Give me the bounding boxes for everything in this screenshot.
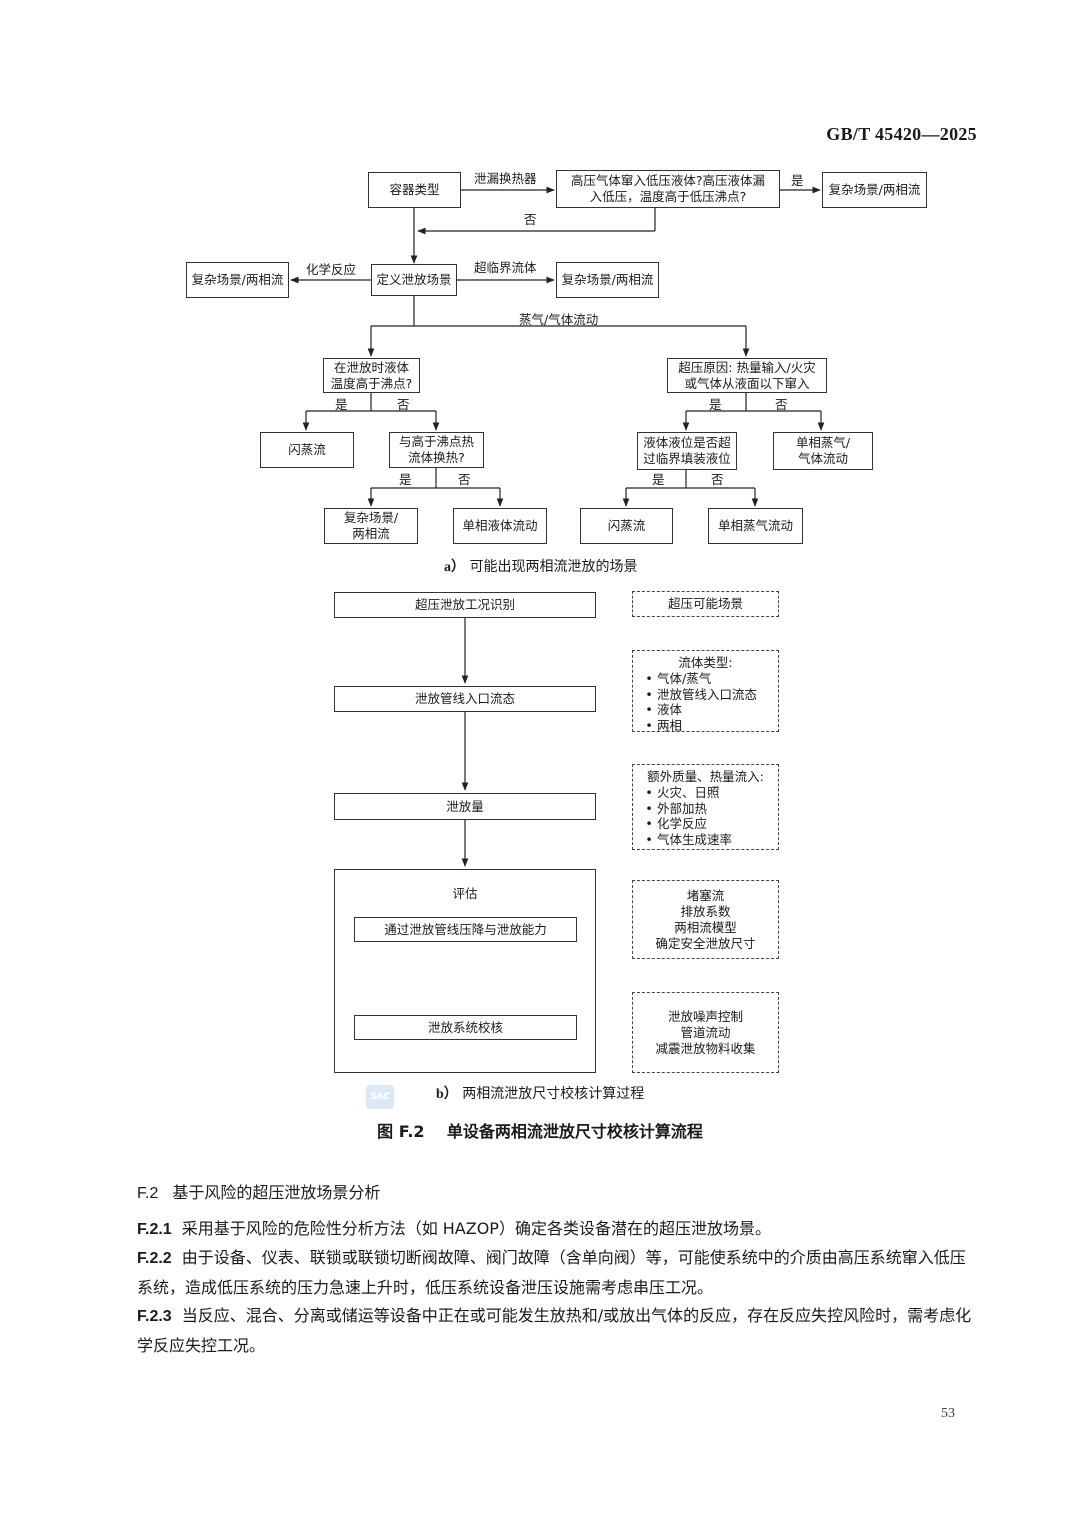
label-no: 否 [775,397,788,412]
list-item: 气体生成速率 [641,832,732,848]
label-vapor-gas-flow: 蒸气/气体流动 [519,312,599,327]
label-chem-reaction: 化学反应 [306,262,357,277]
label-yes: 是 [335,397,348,412]
list-item: 液体 [641,702,757,718]
label-no: 否 [524,212,537,227]
label-hx-leak: 泄漏换热器 [474,171,537,186]
subfigure-b-caption: b） 两相流泄放尺寸校核计算过程 [436,1086,645,1102]
complex-twophase-box-right: 复杂场景/两相流 [556,262,659,298]
inlet-flow-state-box: 泄放管线入口流态 [334,686,596,712]
flash-flow-box-1: 闪蒸流 [260,432,354,468]
evaluate-container: 评估 [334,869,596,1073]
flash-flow-box-2: 闪蒸流 [580,508,673,544]
page-number: 53 [941,1406,955,1421]
label-yes: 是 [399,472,412,487]
list-item: 气体/蒸气 [641,671,757,687]
complex-twophase-box-top: 复杂场景/两相流 [822,172,927,208]
list-item: 泄放管线入口流态 [641,687,757,703]
figure-caption: 图 F.2 单设备两相流泄放尺寸校核计算流程 [377,1122,703,1141]
label-supercritical: 超临界流体 [474,260,537,275]
list-item: 外部加热 [641,801,732,817]
label-no: 否 [458,472,471,487]
label-yes: 是 [791,173,804,188]
single-vapor-gas-box: 单相蒸气/气体流动 [773,432,873,470]
extra-mass-heat-box: 额外质量、热量流入: 火灾、日照 外部加热 化学反应 气体生成速率 [632,764,779,850]
pressure-drop-capacity-box: 通过泄放管线压降与泄放能力 [354,917,577,942]
liquid-temp-question-box: 在泄放时液体温度高于沸点? [323,358,420,393]
complex-twophase-box-bottom: 复杂场景/两相流 [324,508,418,544]
list-item: 两相 [641,718,757,734]
label-no: 否 [711,472,724,487]
list-item: 火灾、日照 [641,785,732,801]
single-liquid-box: 单相液体流动 [453,508,547,544]
overpressure-cause-box: 超压原因: 热量输入/火灾或气体从液面以下窜入 [667,358,827,393]
overpressure-identify-box: 超压泄放工况识别 [334,592,596,618]
hx-leak-question-box: 高压气体窜入低压液体?高压液体漏入低压，温度高于低压沸点? [556,170,780,208]
hot-fluid-exchange-question-box: 与高于沸点热流体换热? [389,432,484,468]
label-no: 否 [397,397,410,412]
standard-number: GB/T 45420—2025 [826,124,977,144]
sac-watermark-logo: SAC [366,1085,394,1109]
system-check-items-box: 泄放噪声控制 管道流动 减震泄放物料收集 [632,992,779,1073]
fluid-type-box: 流体类型: 气体/蒸气 泄放管线入口流态 液体 两相 [632,650,779,734]
relief-system-check-box: 泄放系统校核 [354,1015,577,1040]
label-yes: 是 [709,397,722,412]
complex-twophase-box-left: 复杂场景/两相流 [186,262,289,298]
evaluation-items-box: 堵塞流 排放系数 两相流模型 确定安全泄放尺寸 [632,880,779,959]
vessel-type-box: 容器类型 [368,172,461,208]
relief-amount-box: 泄放量 [334,793,596,820]
single-vapor-box: 单相蒸气流动 [708,508,803,544]
label-yes: 是 [652,472,665,487]
define-scenario-box: 定义泄放场景 [371,264,457,296]
possible-scenarios-box: 超压可能场景 [632,591,779,617]
subfigure-a-caption: a） 可能出现两相流泄放的场景 [444,559,638,575]
liquid-level-question-box: 液体液位是否超过临界填装液位 [637,432,737,470]
list-item: 化学反应 [641,816,732,832]
